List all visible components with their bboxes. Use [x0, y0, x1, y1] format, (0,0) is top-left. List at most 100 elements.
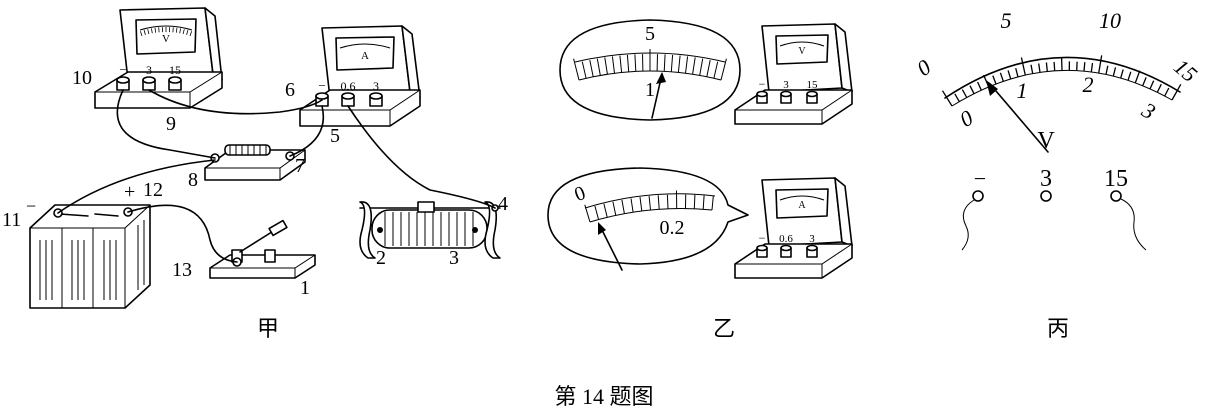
scale-tick	[969, 85, 975, 94]
scale-tick	[1142, 77, 1147, 87]
ammeter-terminal-3	[369, 92, 383, 107]
terminal-15	[1110, 190, 1147, 251]
panel-yi: 5 1 V − 3 15 0 0.2	[547, 19, 853, 341]
node-label-9: 9	[166, 113, 176, 135]
volt-zoom-tick	[589, 60, 594, 77]
outer-scale-5: 5	[1001, 8, 1012, 33]
scale-tick	[1083, 62, 1086, 72]
node-label-12: 12	[143, 179, 163, 201]
polarity-minus: −	[26, 196, 36, 216]
terminal-minus	[961, 190, 984, 251]
outer-scale-0: 0	[912, 54, 935, 81]
volt-zoom-tick	[604, 57, 608, 75]
figure-caption: 第 14 题图	[554, 384, 653, 409]
scale-tick	[977, 81, 982, 91]
yi-a-terminal-label-minus: −	[759, 231, 766, 245]
amp-zoom-tick	[693, 194, 696, 209]
circuit-wires	[57, 89, 496, 263]
unit-label: V	[1037, 128, 1055, 154]
panel-label-bing: 丙	[1047, 316, 1069, 341]
amp-zoom-tick	[711, 196, 714, 211]
voltmeter-terminal-label-15: 15	[169, 63, 181, 77]
yi-voltmeter: V − 3 15	[734, 23, 853, 125]
scale-tick	[1149, 80, 1155, 90]
scale-arc-inner	[951, 70, 1173, 107]
ammeter-zoom-bubble: 0 0.2	[547, 167, 749, 271]
amp-zoom-tick	[621, 199, 625, 214]
rheostat	[359, 201, 501, 259]
node-label-6: 6	[285, 79, 295, 101]
meter-face-tick	[179, 28, 181, 34]
node-label-13: 13	[172, 259, 192, 281]
meter-face-tick	[182, 29, 185, 35]
amp-zoom-tick	[657, 195, 660, 210]
inner-scale-0: 0	[955, 105, 977, 132]
polarity-plus: +	[124, 181, 135, 203]
voltmeter-terminal-3	[142, 76, 156, 91]
scale-tick	[1127, 71, 1132, 81]
switch	[209, 219, 316, 279]
volt-zoom-tick	[619, 55, 623, 73]
amp-zoom-tick	[584, 204, 591, 223]
panel-bing: 0 5 10 15 0 1 2 3 V − 3 15 丙	[912, 8, 1202, 341]
inner-scale-1: 1	[1017, 78, 1028, 103]
panel-label-jia: 甲	[257, 316, 279, 341]
node-label-5: 5	[330, 125, 340, 147]
volt-zoom-tick	[685, 56, 689, 74]
scale-tick	[961, 89, 968, 98]
scale-tick	[999, 72, 1004, 82]
amp-zoom-tick	[648, 196, 651, 211]
amp-zoom-tick	[594, 205, 600, 220]
panel-jia: V − 3 15 A − 0.6 3	[2, 7, 508, 341]
outer-scale-15: 15	[1169, 54, 1202, 87]
meter-face-tick	[147, 29, 150, 35]
panel-label-yi: 乙	[713, 316, 735, 341]
inner-scale-3: 3	[1137, 97, 1160, 125]
voltmeter-terminal-label-3: 3	[146, 63, 152, 77]
scale-arc-outer	[944, 56, 1181, 99]
ammeter-terminal-label-3: 3	[373, 79, 379, 93]
node-label-4: 4	[498, 193, 508, 215]
volt-zoom-tick	[713, 61, 719, 79]
scale-tick	[1112, 67, 1117, 77]
volt-zoom-tick	[720, 58, 727, 81]
voltmeter-meter: V − 3 15	[94, 7, 223, 109]
amp-zoom-tick	[630, 198, 634, 213]
scale-tick	[1120, 69, 1124, 79]
amp-zoom-tick	[639, 197, 643, 212]
meter-face-tick	[186, 29, 189, 36]
yi-ammeter-symbol: A	[798, 200, 806, 211]
terminal-label-minus: −	[974, 166, 986, 191]
volt-zoom-tick	[581, 61, 587, 79]
meter-face-tick	[143, 29, 146, 36]
node-label-3: 3	[449, 247, 459, 269]
node-label-8: 8	[188, 169, 198, 191]
node-label-1: 1	[300, 277, 310, 299]
scale-tick	[1164, 87, 1170, 97]
voltmeter-symbol: V	[162, 33, 170, 45]
node-label-11: 11	[2, 209, 21, 231]
voltmeter-terminal-label-minus: −	[119, 62, 126, 77]
scale-tick	[1007, 70, 1012, 80]
amp-zoom-tick	[612, 201, 617, 216]
volt-zoom-label-5: 5	[645, 23, 655, 45]
meter-face-tick	[140, 31, 143, 37]
yi-v-terminal-label-3: 3	[783, 79, 789, 91]
inner-scale-2: 2	[1083, 72, 1094, 97]
meter-face-tick	[175, 27, 178, 33]
voltmeter-terminal-15	[168, 76, 182, 91]
volt-zoom-tick	[670, 54, 674, 72]
terminal-3	[1040, 190, 1052, 202]
scale-tick	[1098, 55, 1103, 74]
volt-zoom-tick	[699, 58, 704, 76]
terminal-label-3: 3	[1040, 166, 1052, 192]
scale-tick	[992, 75, 997, 85]
amp-zoom-tick	[702, 195, 705, 210]
scale-tick	[1105, 65, 1109, 75]
volt-zoom-tick	[573, 58, 580, 81]
volt-zoom-tick	[706, 60, 711, 77]
ammeter-symbol: A	[361, 50, 369, 62]
node-label-10: 10	[72, 67, 92, 89]
ammeter-meter: A − 0.6 3	[299, 25, 421, 127]
amp-zoom-tick	[666, 194, 669, 209]
